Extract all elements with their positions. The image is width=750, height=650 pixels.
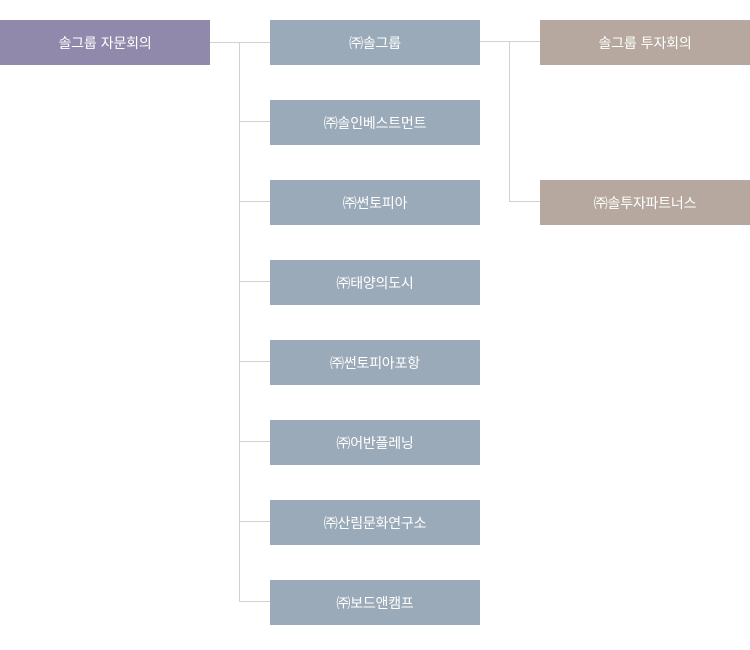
advisory-council-box: 솔그룹 자문회의 xyxy=(0,20,210,65)
company-box: ㈜썬토피아 xyxy=(270,180,480,225)
connector-investment-branch xyxy=(509,201,540,202)
investment-partner-box: ㈜솔투자파트너스 xyxy=(540,180,750,225)
company-box: ㈜어반플레닝 xyxy=(270,420,480,465)
company-box: ㈜솔인베스트먼트 xyxy=(270,100,480,145)
company-box: ㈜솔그룹 xyxy=(270,20,480,65)
connector-branch xyxy=(239,521,270,522)
connector-branch xyxy=(239,601,270,602)
company-box: ㈜썬토피아포항 xyxy=(270,340,480,385)
company-box: ㈜태양의도시 xyxy=(270,260,480,305)
connector-company-trunk xyxy=(239,42,240,601)
company-box: ㈜보드앤캠프 xyxy=(270,580,480,625)
connector-investment-trunk xyxy=(509,41,510,202)
connector-main-to-investment xyxy=(480,41,540,42)
connector-branch xyxy=(239,281,270,282)
connector-advisory-to-main xyxy=(210,42,270,43)
investment-committee-box: 솔그룹 투자회의 xyxy=(540,20,750,65)
connector-branch xyxy=(239,201,270,202)
connector-branch xyxy=(239,361,270,362)
connector-branch xyxy=(239,441,270,442)
company-box: ㈜산림문화연구소 xyxy=(270,500,480,545)
connector-branch xyxy=(239,121,270,122)
